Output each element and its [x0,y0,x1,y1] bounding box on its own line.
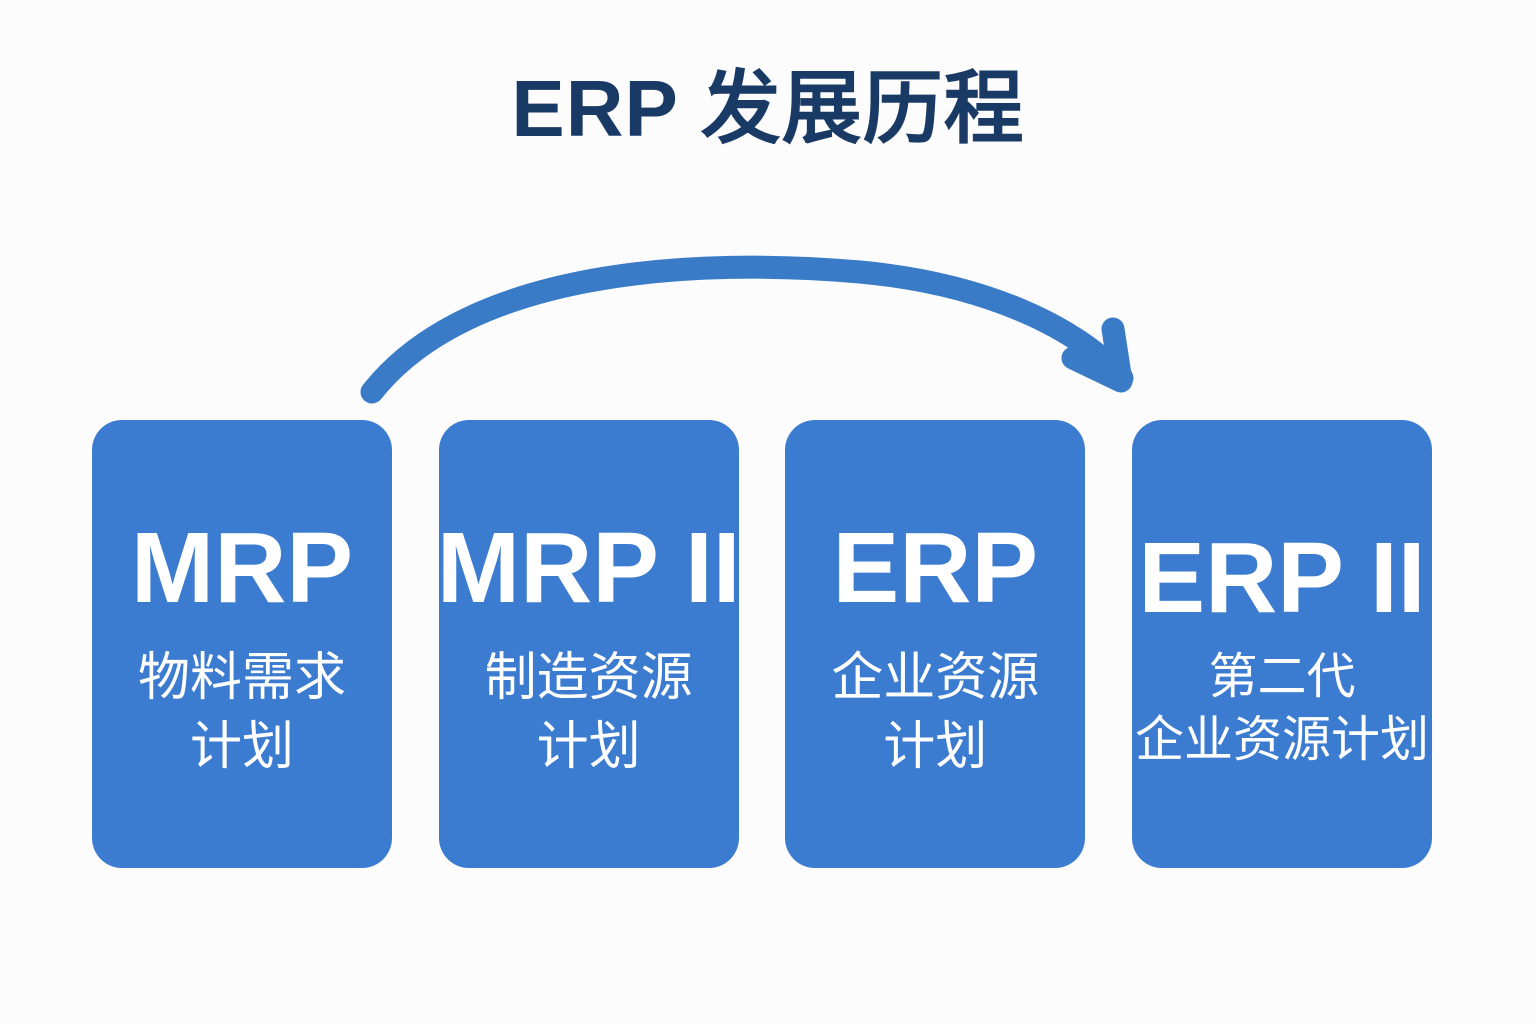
card-content: ERP 企业资源 计划 [785,518,1085,782]
stage-card-erp-ii[interactable]: ERP II 第二代 企业资源计划 [1131,420,1432,868]
card-content: MRP 物料需求 计划 [92,518,392,782]
stage-card-mrp-ii[interactable]: MRP II 制造资源 计划 [436,420,741,868]
card-content: ERP II 第二代 企业资源计划 [1132,528,1432,771]
arrow-head-icon [1061,317,1133,393]
stage-card-erp[interactable]: ERP 企业资源 计划 [785,420,1086,868]
card-acronym: ERP [832,511,1039,624]
card-subtitle: 第二代 企业资源计划 [1134,650,1429,767]
stage-card-mrp[interactable]: MRP 物料需求 计划 [92,420,392,868]
card-subtitle: 物料需求 计划 [137,648,346,776]
card-content: MRP II 制造资源 计划 [436,511,741,782]
stage-card-list: MRP 物料需求 计划 MRP II 制造资源 计划 ERP 企业资源 计划 E… [92,420,1432,868]
page-title: ERP 发展历程 [511,64,1025,153]
card-acronym: MRP II [436,511,741,624]
card-subtitle: 企业资源 计划 [831,648,1040,776]
card-subtitle: 制造资源 计划 [484,648,693,776]
card-acronym: MRP [130,511,354,624]
arrow-shaft [360,255,1134,404]
card-acronym: ERP II [1138,522,1426,635]
